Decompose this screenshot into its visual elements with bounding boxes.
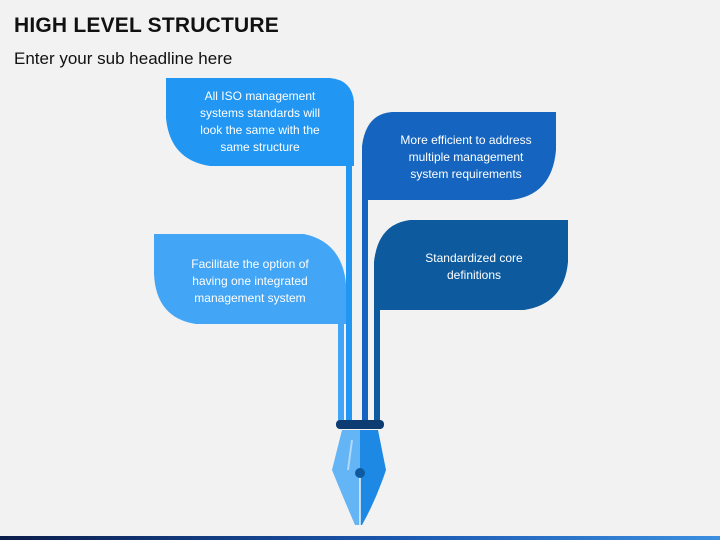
leaf-top-left	[166, 78, 354, 166]
stem-bottom-left	[338, 320, 344, 422]
footer-bar	[0, 536, 720, 540]
stem-top-left	[346, 160, 352, 422]
fountain-pen-icon	[332, 430, 386, 525]
stem-top-right	[362, 196, 368, 422]
leaf-text-bottom-right: Standardized core definitions	[425, 251, 523, 282]
leaf-bottom-right	[374, 220, 568, 310]
leaf-bottom-left	[154, 234, 346, 324]
leaf-text-bottom-left: Facilitate the option of having one inte…	[191, 257, 309, 305]
pen-stems	[338, 160, 380, 422]
leaf-text-top-right: More efficient to address multiple manag…	[400, 133, 532, 181]
page-subtitle: Enter your sub headline here	[14, 49, 233, 68]
leaf-text-top-left: All ISO management systems standards wil…	[199, 89, 321, 154]
pen-ring	[336, 420, 384, 429]
stem-bottom-right	[374, 308, 380, 422]
leaf-top-right	[362, 112, 556, 200]
page-title: HIGH LEVEL STRUCTURE	[14, 14, 279, 37]
